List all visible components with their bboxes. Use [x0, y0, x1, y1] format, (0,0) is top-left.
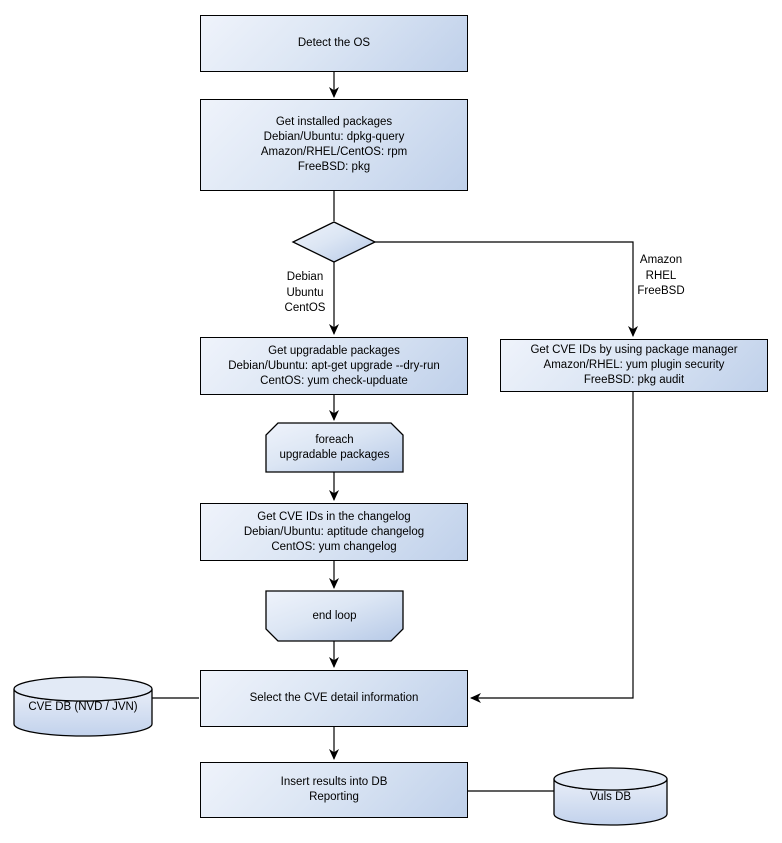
- end-loop-shape: [265, 590, 404, 642]
- node-get-installed-packages: Get installed packages Debian/Ubuntu: dp…: [200, 99, 468, 191]
- node-line: Debian/Ubuntu: aptitude changelog: [243, 525, 425, 538]
- left-branch-label-line: CentOS: [284, 302, 326, 314]
- vuls-db-cylinder-top: [553, 767, 668, 791]
- node-line: Get CVE IDs in the changelog: [257, 510, 411, 523]
- cve-db-cylinder-top: [13, 676, 153, 702]
- node-line: Get CVE IDs by using package manager: [530, 344, 738, 356]
- node-insert-results: Insert results into DB Reporting: [200, 762, 468, 818]
- left-branch-label-line: Ubuntu: [286, 286, 324, 299]
- node-line: CentOS: yum check-upduate: [260, 374, 408, 387]
- right-branch-label-line: FreeBSD: [637, 285, 685, 297]
- right-branch-label-line: Amazon: [639, 254, 683, 266]
- node-detect-os-label: Detect the OS: [297, 37, 371, 49]
- connector-decision-to-package-manager: [375, 241, 638, 337]
- right-branch-label: Amazon RHEL FreeBSD: [633, 253, 689, 300]
- node-select-cve-detail: Select the CVE detail information: [200, 670, 468, 727]
- right-branch-label-line: RHEL: [645, 269, 677, 282]
- node-line: Debian/Ubuntu: apt-get upgrade --dry-run: [228, 359, 440, 372]
- node-get-cve-ids-changelog: Get CVE IDs in the changelog Debian/Ubun…: [200, 503, 468, 561]
- node-detect-os: Detect the OS: [200, 15, 468, 72]
- connector-package-manager-to-select: [470, 392, 634, 703]
- node-line: CentOS: yum changelog: [271, 540, 397, 553]
- node-line: Get upgradable packages: [268, 344, 400, 357]
- foreach-loop-start-shape: [265, 422, 404, 473]
- node-line: Amazon/RHEL: yum plugin security: [543, 359, 725, 371]
- node-line: FreeBSD: pkg audit: [583, 374, 685, 386]
- os-decision-diamond: [291, 221, 377, 263]
- left-branch-label-line: Debian: [286, 271, 324, 283]
- node-select-cve-detail-label: Select the CVE detail information: [249, 692, 419, 704]
- node-line: Get installed packages: [275, 116, 393, 128]
- node-get-upgradable-packages: Get upgradable packages Debian/Ubuntu: a…: [200, 337, 468, 395]
- left-branch-label: Debian Ubuntu CentOS: [278, 270, 332, 317]
- node-line: Debian/Ubuntu: dpkg-query: [263, 131, 405, 143]
- node-line: FreeBSD: pkg: [297, 161, 371, 173]
- node-line: Insert results into DB: [280, 776, 388, 788]
- node-get-cve-ids-package-manager: Get CVE IDs by using package manager Ama…: [500, 339, 768, 392]
- node-line: Amazon/RHEL/CentOS: rpm: [260, 146, 408, 158]
- node-line: Reporting: [309, 791, 359, 803]
